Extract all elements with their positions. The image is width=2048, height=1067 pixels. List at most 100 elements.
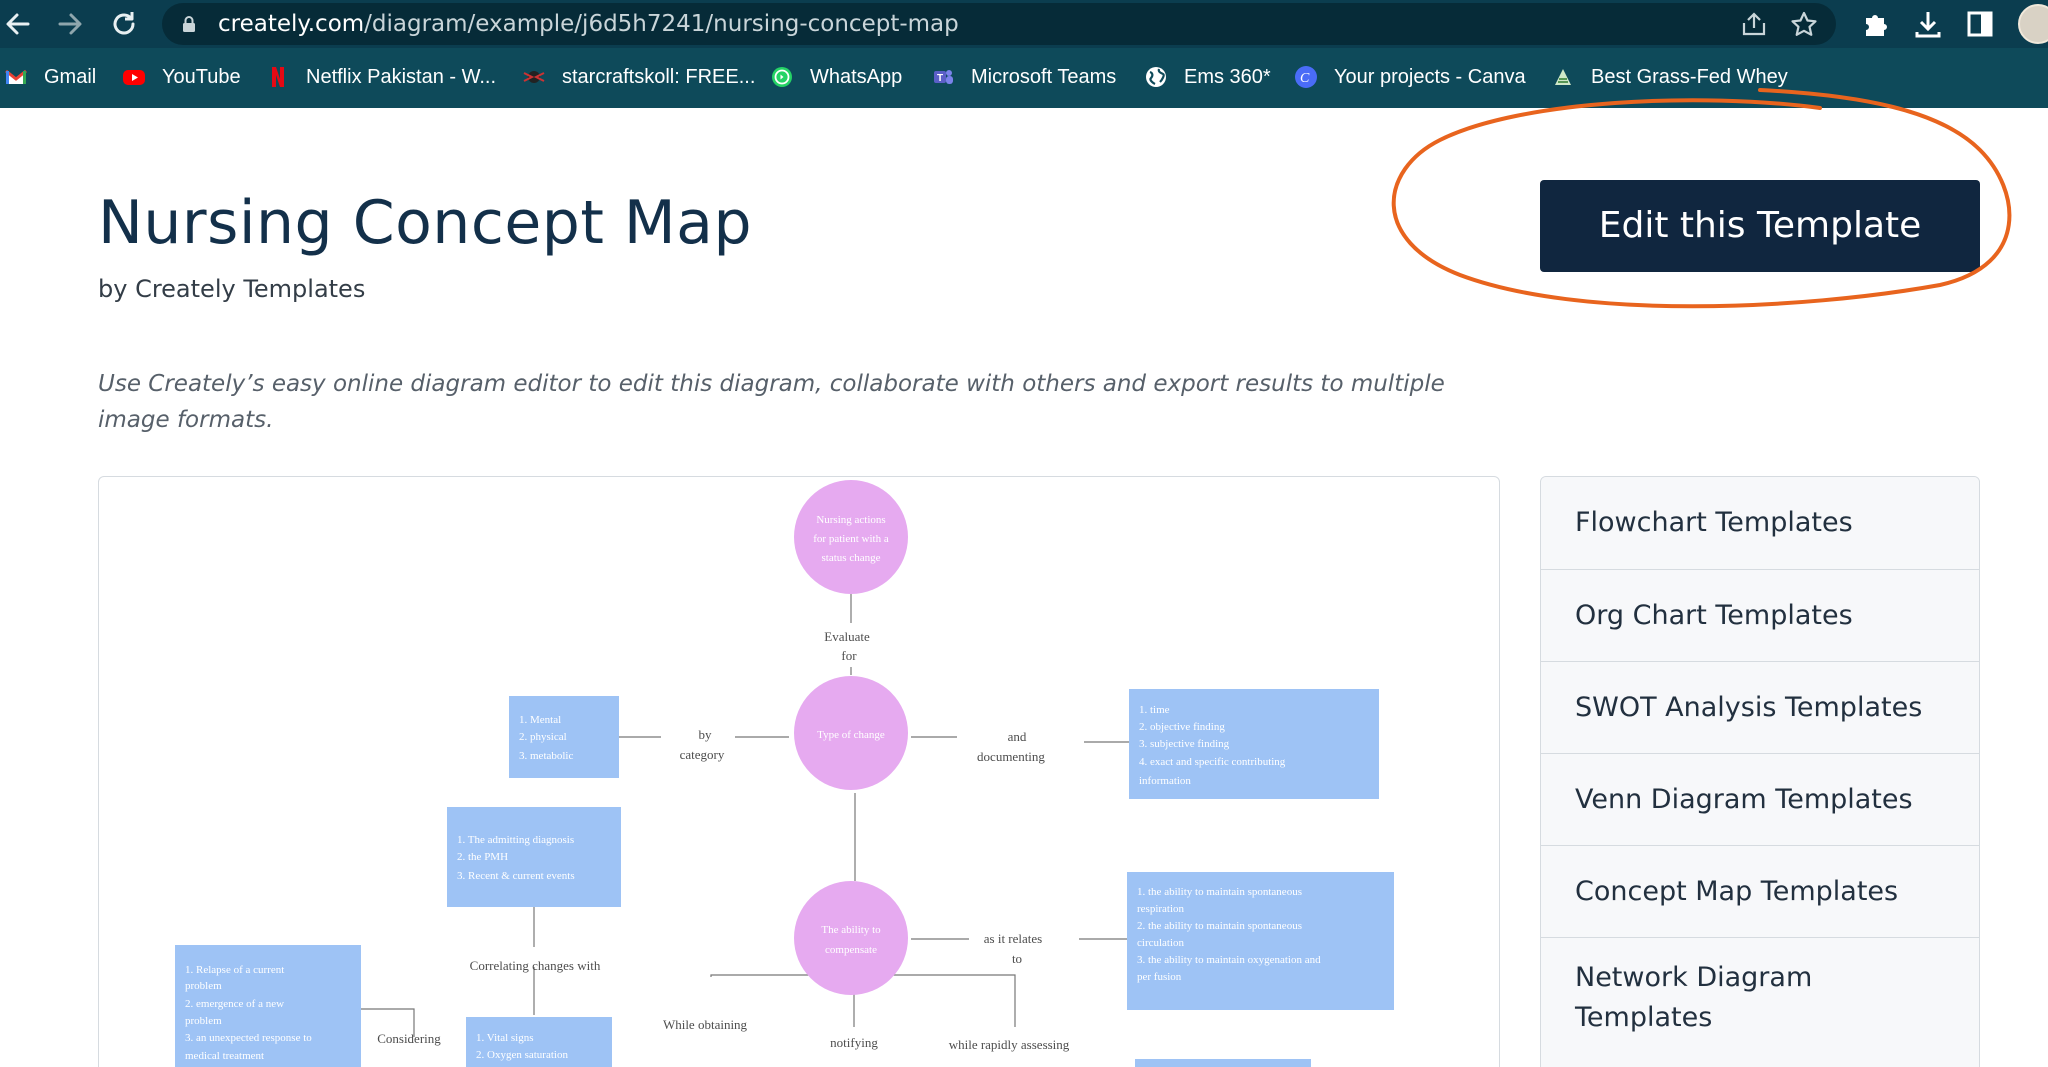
url-text: creately.com/diagram/example/j6d5h7241/n… xyxy=(218,11,959,37)
svg-text:2. emergence of a new: 2. emergence of a new xyxy=(185,998,284,1010)
whey-icon xyxy=(1555,69,1571,85)
link-label-as-relates: as it relates xyxy=(984,931,1042,946)
bookmark-label: starcraftskoll: FREE... xyxy=(562,66,756,88)
link-label-and: and xyxy=(1008,729,1027,744)
svg-text:3. metabolic: 3. metabolic xyxy=(519,750,573,762)
link-label-evaluate: Evaluate xyxy=(824,629,870,644)
box-category[interactable]: 1. Mental 2. physical 3. metabolic xyxy=(509,696,619,778)
bookmark-label: WhatsApp xyxy=(810,66,903,88)
box-vitals[interactable]: 1. Vital signs 2. Oxygen saturation xyxy=(466,1017,612,1067)
starcraft-icon xyxy=(523,71,545,83)
svg-text:C: C xyxy=(1300,71,1310,86)
page-description: Use Creately’s easy online diagram edito… xyxy=(98,371,1445,433)
gmail-icon xyxy=(5,69,27,84)
svg-text:per fusion: per fusion xyxy=(1137,971,1182,983)
concept-map: Nursing actions for patient with a statu… xyxy=(175,480,1394,1067)
svg-text:2. the PMH: 2. the PMH xyxy=(457,851,508,863)
node-type-of-change[interactable]: Type of change xyxy=(794,676,908,790)
puzzle-icon[interactable] xyxy=(1860,8,1892,40)
svg-text:problem: problem xyxy=(185,1015,222,1027)
sidebar-item-label: Flowchart Templates xyxy=(1575,507,1853,538)
svg-text:medical treatment: medical treatment xyxy=(185,1050,264,1062)
sidebar-item-swot[interactable]: SWOT Analysis Templates xyxy=(1541,662,1979,754)
youtube-icon xyxy=(123,70,145,85)
bookmark-label: Best Grass-Fed Whey xyxy=(1591,66,1788,88)
svg-text:respiration: respiration xyxy=(1137,903,1185,915)
svg-text:4. exact and specific contr: 4. exact and specific contributing xyxy=(1139,756,1286,768)
sidebar-item-org-chart[interactable]: Org Chart Templates xyxy=(1541,570,1979,662)
svg-text:1. the ability to maintain: 1. the ability to maintain spontaneous xyxy=(1137,886,1302,898)
svg-text:2. physical: 2. physical xyxy=(519,731,567,743)
canva-icon: C xyxy=(1295,66,1317,88)
teams-icon: T xyxy=(934,70,953,84)
svg-text:compensate: compensate xyxy=(825,944,877,956)
bookmark-label: Your projects - Canva xyxy=(1334,66,1526,88)
sidebar-item-venn[interactable]: Venn Diagram Templates xyxy=(1541,754,1979,846)
svg-text:2. objective finding: 2. objective finding xyxy=(1139,721,1225,733)
svg-text:circulation: circulation xyxy=(1137,937,1185,949)
svg-text:3. subjective finding: 3. subjective finding xyxy=(1139,738,1230,750)
bookmark-label: Netflix Pakistan - W... xyxy=(306,66,497,88)
bookmark-label: Microsoft Teams xyxy=(971,66,1117,88)
link-label-while-assessing: while rapidly assessing xyxy=(949,1037,1070,1052)
back-arrow-icon[interactable] xyxy=(0,6,36,42)
bookmark-label: YouTube xyxy=(162,66,241,88)
svg-text:The ability to: The ability to xyxy=(821,924,881,936)
svg-text:2. the ability to maintain: 2. the ability to maintain spontaneous xyxy=(1137,920,1302,932)
download-icon[interactable] xyxy=(1912,8,1944,40)
sidebar-item-flowchart[interactable]: Flowchart Templates xyxy=(1541,477,1979,570)
box-partial[interactable] xyxy=(1135,1059,1311,1067)
box-admitting[interactable]: 1. The admitting diagnosis 2. the PMH 3.… xyxy=(447,807,621,907)
svg-text:3. an unexpected response: 3. an unexpected response to xyxy=(185,1032,312,1044)
edit-template-button[interactable]: Edit this Template xyxy=(1540,180,1980,272)
box-relates[interactable]: 1. the ability to maintain spontaneous r… xyxy=(1127,872,1394,1010)
node-nursing-actions[interactable]: Nursing actions for patient with a statu… xyxy=(794,480,908,594)
link-label-by: by xyxy=(699,727,713,742)
node-ability-to-compensate[interactable]: The ability to compensate xyxy=(794,881,908,995)
bookmark-label: Ems 360* xyxy=(1184,66,1271,88)
link-label-while-obtaining: While obtaining xyxy=(663,1017,748,1032)
box-relapse[interactable]: 1. Relapse of a current problem 2. emerg… xyxy=(175,945,361,1067)
svg-text:1. The admitting diagnosis: 1. The admitting diagnosis xyxy=(457,834,574,846)
link-label-category: category xyxy=(680,747,725,762)
box-documenting[interactable]: 1. time 2. objective finding 3. subjecti… xyxy=(1129,689,1379,799)
link-label-notifying: notifying xyxy=(830,1035,878,1050)
bookmark-label: Gmail xyxy=(44,66,97,88)
svg-text:2. Oxygen saturation: 2. Oxygen saturation xyxy=(476,1049,568,1061)
netflix-icon xyxy=(272,67,284,87)
sidebar-item-label: Venn Diagram Templates xyxy=(1575,784,1913,815)
diagram-preview[interactable]: Nursing actions for patient with a statu… xyxy=(98,476,1500,1067)
svg-text:status change: status change xyxy=(822,552,881,564)
sidebar-item-concept-map[interactable]: Concept Map Templates xyxy=(1541,846,1979,938)
link-label-to: to xyxy=(1012,951,1022,966)
bookmarks-bar: Gmail YouTube Netflix Pakistan - W... st… xyxy=(0,48,2048,108)
sidebar-item-label: Concept Map Templates xyxy=(1575,876,1899,907)
lock-icon xyxy=(183,16,195,32)
sidebar-item-label: Org Chart Templates xyxy=(1575,600,1853,631)
svg-text:3. Recent & current events: 3. Recent & current events xyxy=(457,870,575,882)
svg-text:1. Mental: 1. Mental xyxy=(519,714,561,726)
share-icon[interactable] xyxy=(1740,11,1768,37)
svg-text:for patient with a: for patient with a xyxy=(813,533,889,545)
forward-arrow-icon[interactable] xyxy=(52,6,88,42)
page-title: Nursing Concept Map xyxy=(98,188,753,258)
address-bar[interactable]: creately.com/diagram/example/j6d5h7241/n… xyxy=(162,3,1836,45)
author-byline: by Creately Templates xyxy=(98,275,366,303)
svg-text:problem: problem xyxy=(185,980,222,992)
globe-icon xyxy=(1146,67,1166,87)
link-label-considering: Considering xyxy=(377,1031,441,1046)
link-label-evaluate-for: for xyxy=(841,648,857,663)
side-panel-icon[interactable] xyxy=(1964,8,1996,40)
avatar[interactable] xyxy=(2018,4,2048,44)
star-icon[interactable] xyxy=(1790,11,1818,37)
template-categories: Flowchart Templates Org Chart Templates … xyxy=(1540,476,1980,1067)
browser-toolbar: creately.com/diagram/example/j6d5h7241/n… xyxy=(0,0,2048,48)
link-label-documenting: documenting xyxy=(977,749,1045,764)
link-label-correlating: Correlating changes with xyxy=(470,958,601,973)
svg-text:information: information xyxy=(1139,775,1191,787)
sidebar-item-network[interactable]: Network Diagram Templates xyxy=(1541,938,1979,1067)
svg-text:1. Relapse of a current: 1. Relapse of a current xyxy=(185,964,284,976)
sidebar-item-label: SWOT Analysis Templates xyxy=(1575,692,1923,723)
svg-text:3. the ability to maintain: 3. the ability to maintain oxygenation a… xyxy=(1137,954,1321,966)
reload-icon[interactable] xyxy=(106,6,142,42)
